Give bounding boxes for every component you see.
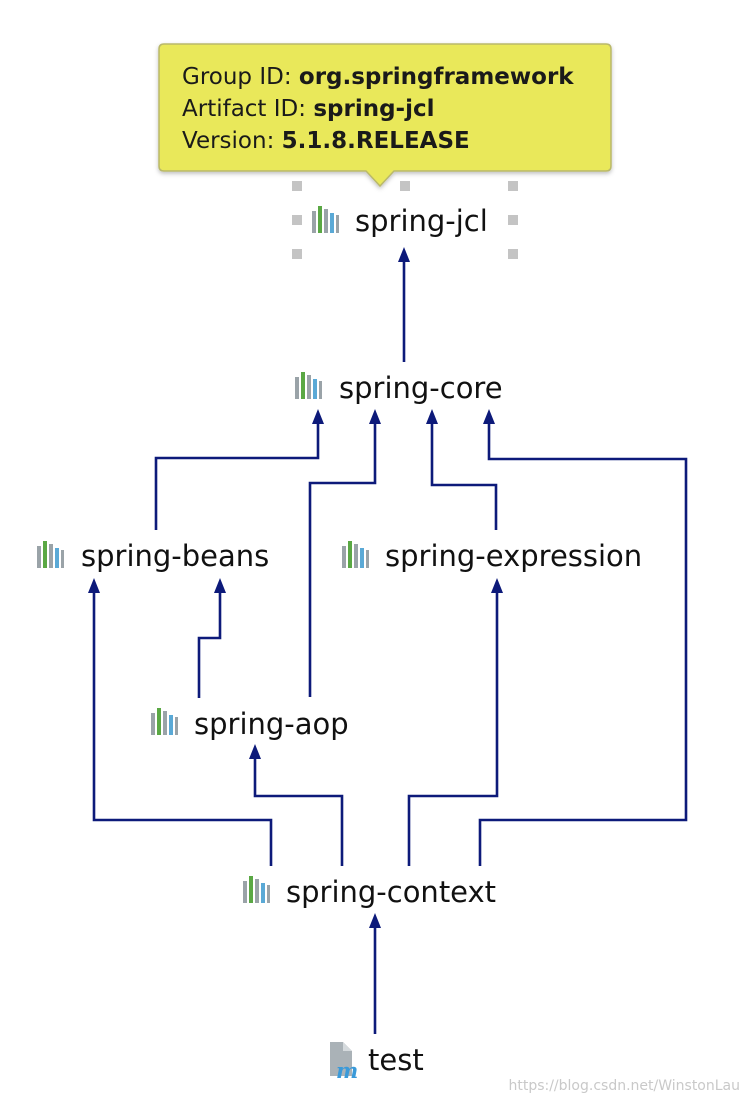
edge-context-to-core <box>478 409 688 866</box>
node-test[interactable]: m test <box>330 1042 424 1083</box>
node-label: spring-core <box>339 371 503 405</box>
maven-module-icon: m <box>330 1042 358 1083</box>
node-spring-beans[interactable]: spring-beans <box>37 539 269 573</box>
tooltip-bubble <box>158 43 612 188</box>
selection-handles[interactable] <box>292 181 518 259</box>
tooltip-artifact-row: Artifact ID: spring-jcl <box>182 96 435 122</box>
edge-core-to-jcl <box>398 247 410 362</box>
edge-test-to-context <box>369 913 381 1034</box>
tooltip-version-row: Version: 5.1.8.RELEASE <box>182 128 470 154</box>
library-icon <box>151 708 178 735</box>
node-label: spring-context <box>286 875 496 909</box>
node-label: test <box>368 1043 424 1077</box>
library-icon <box>342 541 369 568</box>
library-icon <box>312 206 339 233</box>
library-icon <box>243 876 270 903</box>
tooltip-group-row: Group ID: org.springframework <box>182 64 574 90</box>
selection-handle-top-left[interactable] <box>292 181 302 191</box>
selection-handle-middle-right[interactable] <box>508 215 518 225</box>
edge-context-to-expression <box>407 578 503 866</box>
library-icon <box>37 541 64 568</box>
selection-handle-top-right[interactable] <box>508 181 518 191</box>
edge-beans-to-core <box>154 409 324 530</box>
node-spring-context[interactable]: spring-context <box>243 875 496 909</box>
selection-handle-bottom-right[interactable] <box>508 249 518 259</box>
tooltip-artifact-label: Artifact ID: <box>182 96 313 122</box>
tooltip-group-value: org.springframework <box>299 64 574 90</box>
edge-expression-to-core <box>426 409 498 530</box>
node-spring-jcl[interactable]: spring-jcl <box>312 204 488 238</box>
node-label: spring-expression <box>385 539 642 573</box>
library-icon <box>295 372 322 399</box>
edge-context-to-aop <box>249 744 344 866</box>
node-label: spring-beans <box>81 539 269 573</box>
node-label: spring-aop <box>194 707 349 741</box>
watermark: https://blog.csdn.net/WinstonLau <box>508 1078 740 1094</box>
edge-aop-to-core <box>308 409 381 697</box>
svg-text:m: m <box>336 1058 358 1083</box>
selection-handle-top-center[interactable] <box>400 181 410 191</box>
node-spring-aop[interactable]: spring-aop <box>151 707 349 741</box>
tooltip-version-label: Version: <box>182 128 282 154</box>
selection-handle-middle-left[interactable] <box>292 215 302 225</box>
node-spring-core[interactable]: spring-core <box>295 371 503 405</box>
node-spring-expression[interactable]: spring-expression <box>342 539 642 573</box>
tooltip-group-label: Group ID: <box>182 64 299 90</box>
tooltip: Group ID: org.springframework Artifact I… <box>158 43 612 188</box>
edges <box>88 247 688 1034</box>
tooltip-version-value: 5.1.8.RELEASE <box>282 128 470 154</box>
edge-context-to-beans <box>88 578 273 866</box>
node-label: spring-jcl <box>355 204 488 238</box>
edge-aop-to-beans <box>197 578 226 698</box>
selection-handle-bottom-left[interactable] <box>292 249 302 259</box>
tooltip-artifact-value: spring-jcl <box>313 96 434 122</box>
